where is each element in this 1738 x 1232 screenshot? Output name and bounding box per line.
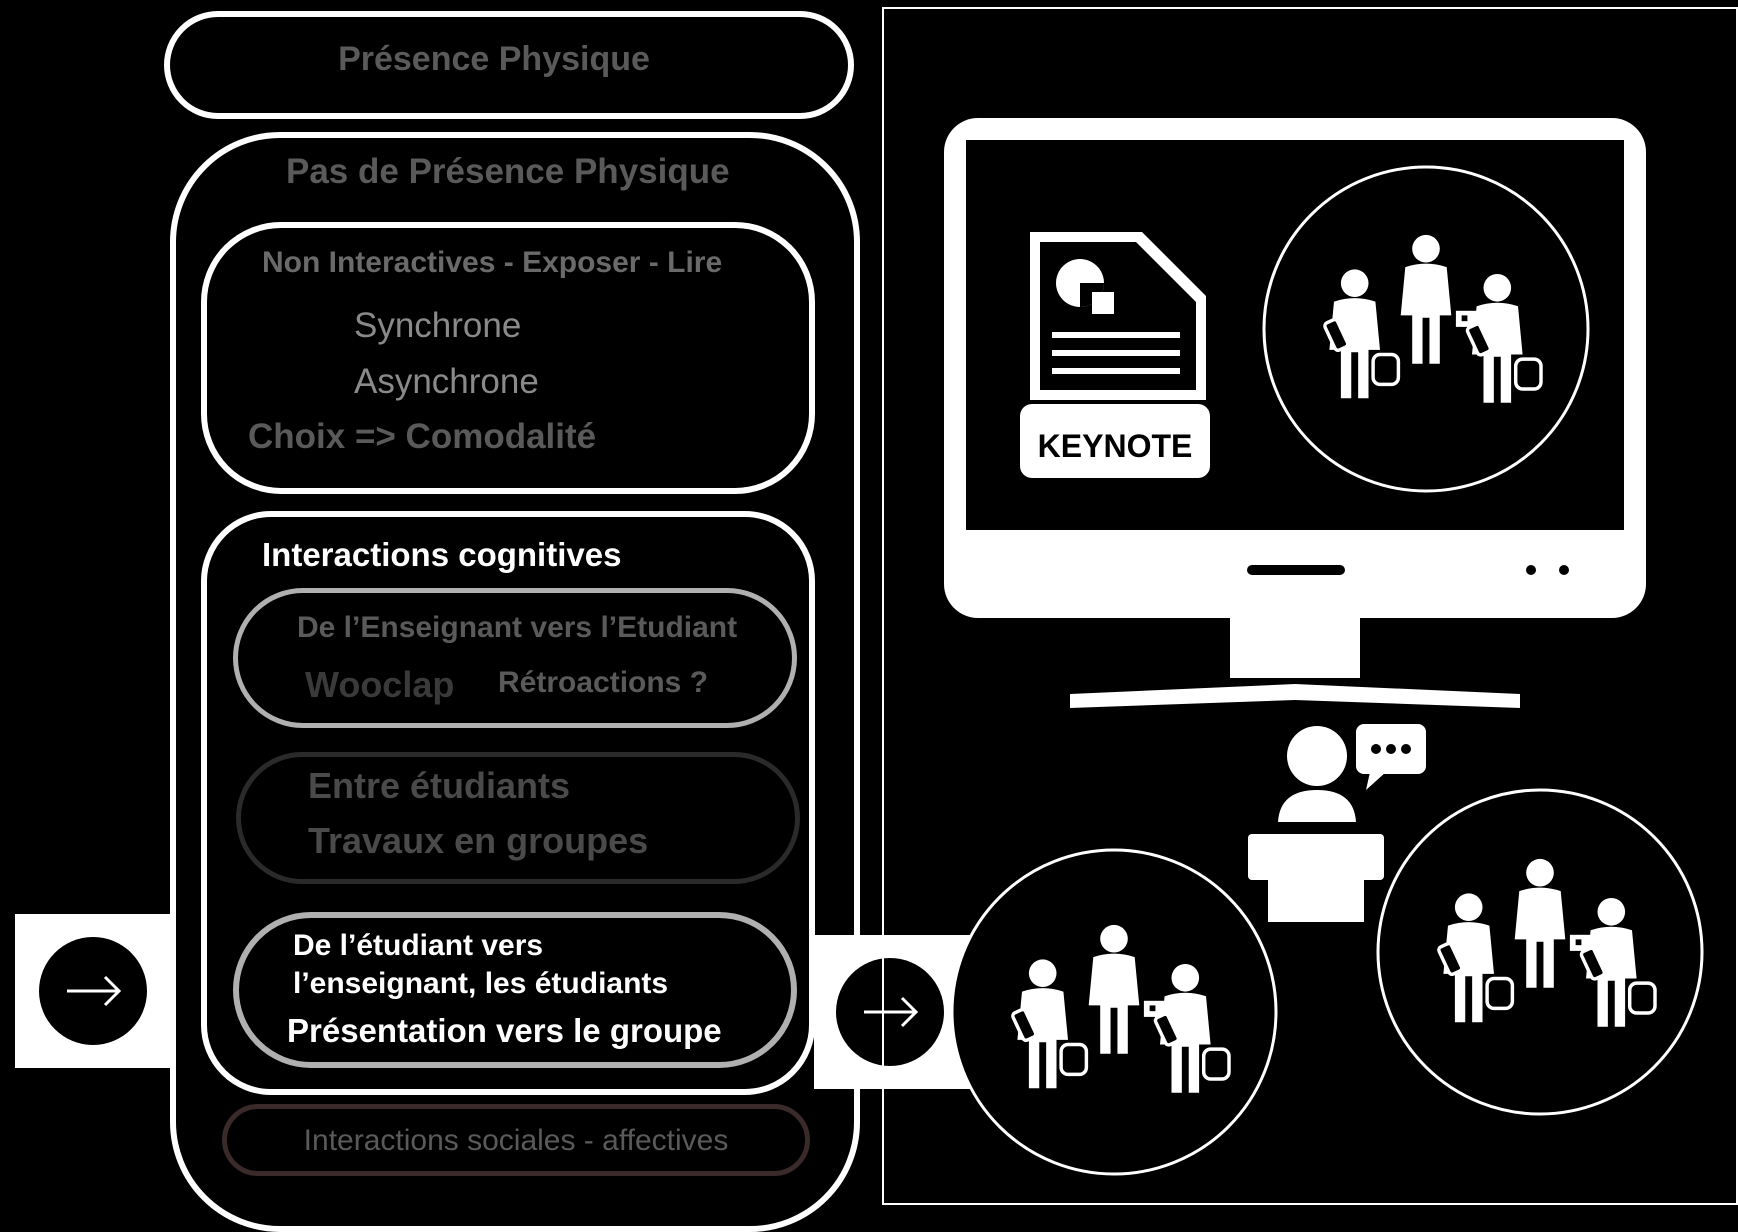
asynchrone-label: Asynchrone xyxy=(354,362,539,401)
student-to-group-label-line2: l’enseignant, les étudiants xyxy=(293,967,669,1000)
student-group-icon xyxy=(950,848,1278,1176)
choice-label: Choix => Comodalité xyxy=(248,417,597,456)
teacher-to-student-label: De l’Enseignant vers l’Etudiant xyxy=(297,611,738,644)
group-work-label: Travaux en groupes xyxy=(308,820,649,861)
wooclap-label: Wooclap xyxy=(305,664,455,705)
social-interactions-label: Interactions sociales - affectives xyxy=(303,1124,729,1157)
teacher-to-student-pill[interactable] xyxy=(233,588,797,728)
arrow-right-icon xyxy=(836,958,944,1066)
cognitive-label: Interactions cognitives xyxy=(262,536,622,573)
left-arrow-button[interactable] xyxy=(15,914,171,1068)
keynote-file-icon: KEYNOTE xyxy=(1020,232,1210,478)
between-students-label: Entre étudiants xyxy=(308,765,571,806)
non-interactive-box[interactable] xyxy=(201,222,815,494)
student-group-icon xyxy=(1376,788,1704,1116)
speech-bubble-icon xyxy=(1356,724,1426,790)
student-to-group-pill[interactable] xyxy=(233,912,797,1068)
social-interactions-pill[interactable] xyxy=(222,1104,810,1176)
presentation-label: Présentation vers le groupe xyxy=(287,1012,722,1049)
illustration-frame xyxy=(882,7,1738,1205)
feedback-label: Rétroactions ? xyxy=(498,666,709,699)
middle-arrow-button[interactable] xyxy=(814,935,970,1089)
non-interactive-label: Non Interactives - Exposer - Lire xyxy=(262,246,723,279)
between-students-pill[interactable] xyxy=(236,752,800,884)
presence-pill[interactable] xyxy=(164,11,854,119)
no-presence-label: Pas de Présence Physique xyxy=(286,152,730,191)
student-group-icon xyxy=(1262,165,1590,493)
keynote-label: KEYNOTE xyxy=(1038,428,1193,464)
student-to-group-label-line1: De l’étudiant vers xyxy=(293,929,544,962)
synchrone-label: Synchrone xyxy=(354,306,522,345)
presence-label: Présence Physique xyxy=(338,40,650,78)
arrow-right-icon xyxy=(39,937,147,1045)
teacher-desk-icon xyxy=(1248,726,1384,922)
cognitive-box xyxy=(201,511,815,1095)
